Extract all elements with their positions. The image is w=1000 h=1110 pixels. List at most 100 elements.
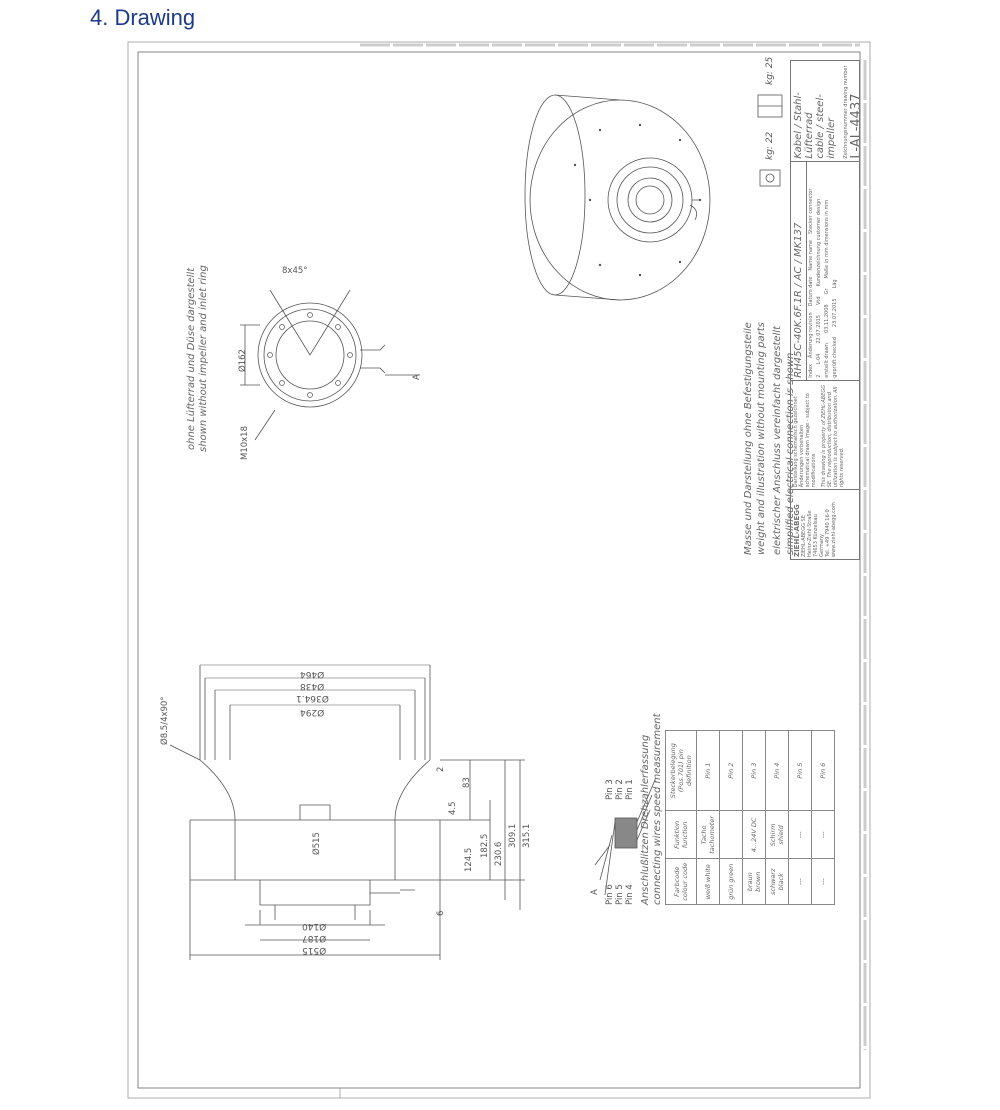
cell: Pin 2	[719, 730, 743, 811]
disclaimer-de: Darstellung schematisch gezeichnet - Änd…	[793, 392, 805, 488]
cell: ---	[811, 858, 835, 905]
inlet-note-de: ohne Lüfterrad und Düse dargestellt	[186, 267, 197, 450]
header-colour: Farbcode colour code	[665, 858, 697, 905]
impeller-perspective	[524, 94, 711, 301]
side-section-view	[169, 664, 525, 960]
type-block: Kabel / Stahl-Lüfterrad cable / steel-im…	[791, 61, 859, 161]
dim-309-1: 309.1	[508, 823, 518, 848]
weight-note-en: weight and illustration without mounting…	[756, 322, 767, 555]
title-block: ZIEHL-ABEGG ZIEHL-ABEGG SE Heinz-Ziehl-S…	[790, 60, 860, 560]
hole-spec: Ø8.5/4x90°	[160, 696, 170, 745]
table-row: grün green Pin 2	[719, 730, 743, 905]
dim-d464: Ø464	[300, 669, 325, 679]
created-date: 03.11.2008	[824, 304, 830, 334]
dim-d364: Ø364.1	[296, 693, 329, 703]
pin-4-label: Pin 4	[625, 884, 635, 905]
dim-d515: Ø515	[302, 945, 327, 955]
table-header-row: Farbcode colour code Funktion function S…	[665, 730, 697, 905]
dim-4-5: 4.5	[448, 801, 458, 815]
dim-182-5: 182.5	[480, 833, 490, 858]
address-line: www.ziehl-abegg.com	[831, 502, 837, 557]
cell: Pin 6	[811, 730, 835, 811]
thread-label: M10x18	[240, 426, 250, 460]
created-name: Gr	[824, 288, 830, 295]
table-row: ------Pin 6	[811, 730, 835, 905]
dim-6: 6	[436, 910, 446, 916]
sheet-border	[127, 41, 871, 1099]
pin-6-label: Pin 6	[605, 884, 615, 905]
cell	[719, 810, 743, 859]
connector-view-label: A	[590, 889, 600, 895]
dim-124-5: 124.5	[464, 847, 474, 872]
electrical-note-de: elektrischer Anschluss vereinfacht darge…	[772, 326, 783, 555]
dim-d140: Ø140	[302, 921, 327, 931]
cell: Pin 4	[765, 730, 789, 811]
wires-title-de: Anschlußlitzen Drehzahlerfassung	[640, 734, 651, 905]
dim-d438: Ø438	[300, 681, 325, 691]
cell: 4...24V DC	[742, 810, 766, 859]
pin-1-label: Pin 1	[625, 779, 635, 800]
cell: Pin 3	[742, 730, 766, 811]
rev-cell: 22.07.2015	[816, 315, 822, 344]
rev-cell: L-04	[816, 353, 822, 365]
revision-block: RH45C-40K.6F.1R / AC / MK137 Index Änder…	[791, 160, 859, 380]
wires-title-en: connecting wires speed measurement	[652, 713, 663, 906]
rev-header: Änderung revision	[808, 312, 814, 358]
checked-name: Läg	[832, 279, 838, 289]
dim-center-d515: Ø515	[312, 832, 322, 855]
cell: ---	[788, 858, 812, 905]
company-block: ZIEHL-ABEGG ZIEHL-ABEGG SE Heinz-Ziehl-S…	[791, 489, 859, 559]
weight-2: kg: 25	[765, 56, 775, 85]
dim-d294: Ø294	[300, 707, 325, 717]
table-row: ------Pin 5	[788, 730, 812, 905]
disclaimer-en: schematical drawn image - subject to mod…	[805, 393, 817, 488]
wires-table: Farbcode colour code Funktion function S…	[665, 730, 835, 905]
property-note: This drawing is property of ZIEHL-ABEGG …	[821, 384, 845, 488]
rev-header: Index	[808, 363, 814, 378]
cell: weiß white	[696, 858, 720, 905]
company-logo: ZIEHL-ABEGG	[793, 504, 801, 557]
connector-label: Stecker connector	[808, 188, 814, 235]
disclaimer-block: Darstellung schematisch gezeichnet - Änd…	[791, 379, 859, 490]
dimensions-note: Maße in mm dimensions in mm	[824, 199, 830, 279]
inlet-diameter-label: Ø162	[238, 349, 248, 372]
dim-83: 83	[462, 777, 472, 788]
pin-3-label: Pin 3	[605, 779, 615, 800]
cell: braun brown	[742, 858, 766, 905]
inlet-note-en: shown without impeller and inlet ring	[198, 265, 209, 452]
dim-d187: Ø187	[302, 933, 327, 943]
dim-315-1: 315.1	[522, 823, 532, 848]
cell: ---	[811, 810, 835, 859]
pin-2-label: Pin 2	[615, 779, 625, 800]
designation: RH45C-40K.6F.1R / AC / MK137	[791, 161, 807, 380]
weight-symbols	[757, 94, 783, 187]
cell: schwarz black	[765, 858, 789, 905]
weight-1: kg: 22	[765, 131, 775, 160]
rev-header: Datum date	[808, 276, 814, 307]
cell: Pin 1	[696, 730, 720, 811]
created-label: erstellt drawn	[824, 343, 830, 378]
header-function: Funktion function	[665, 810, 697, 859]
dim-230-6: 230.6	[494, 841, 504, 866]
customer-drawing-label: Kundenzeichnung customer design	[816, 198, 822, 287]
type-en: cable / steel-impeller	[815, 94, 837, 159]
cell: Tacho tachometer	[696, 810, 720, 859]
dim-2: 2	[436, 766, 446, 772]
rev-header: Name name	[808, 240, 814, 271]
cell: Pin 5	[788, 730, 812, 811]
cell: Schirm shield	[765, 810, 789, 859]
rev-cell: 2	[816, 374, 822, 378]
view-a-label: A	[412, 374, 422, 380]
drawing-number: L-AL-4437	[849, 93, 859, 159]
connector-view	[594, 779, 656, 896]
drawing-frame	[137, 51, 861, 1089]
pin-5-label: Pin 5	[615, 884, 625, 905]
bolt-pattern-label: 8x45°	[282, 266, 308, 276]
section-title: 4. Drawing	[90, 5, 196, 30]
checked-label: geprüft checked	[832, 337, 838, 378]
cell: grün green	[719, 858, 743, 905]
weight-note-de: Masse und Darstellung ohne Befestigungst…	[743, 322, 754, 555]
